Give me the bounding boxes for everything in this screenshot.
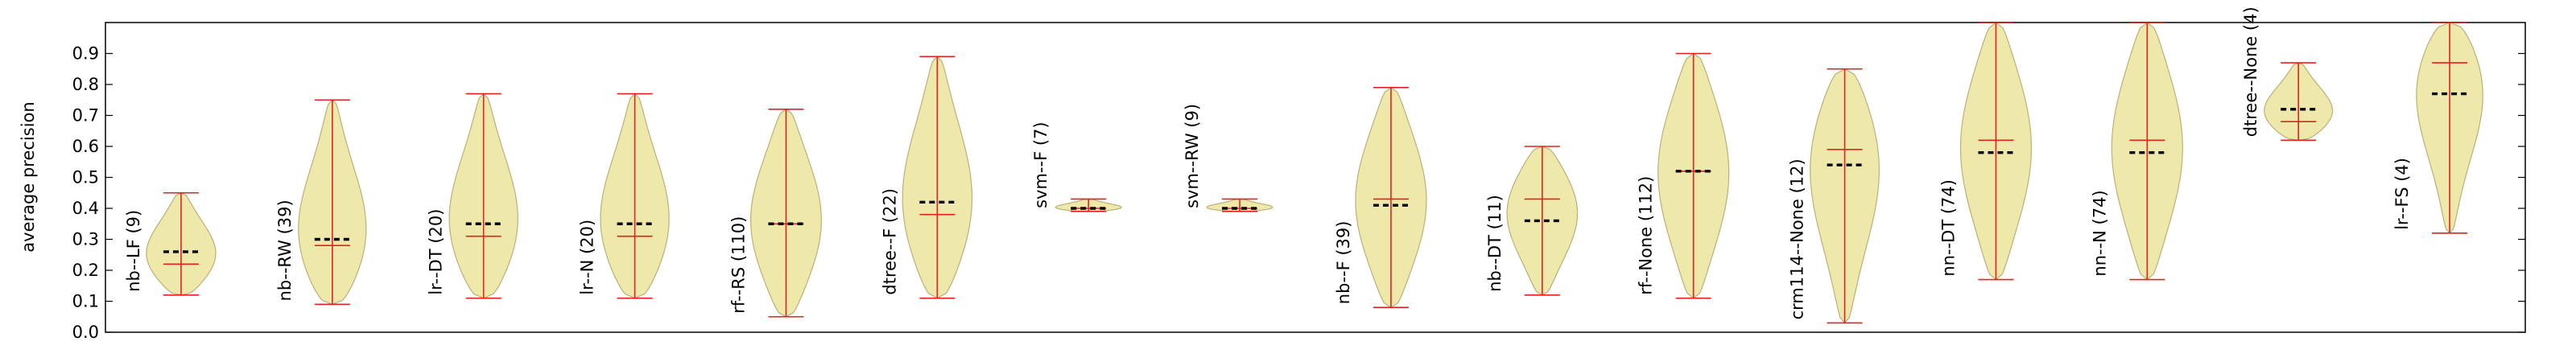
y-tick-label: 0.4 [72, 199, 99, 218]
y-tick-label: 0.5 [72, 168, 99, 187]
y-tick-label: 0.0 [72, 323, 99, 342]
violin-14 [2264, 62, 2334, 142]
violin-label: nb--F (39) [1334, 221, 1353, 305]
y-tick-label: 0.6 [72, 137, 99, 156]
violins [146, 23, 2483, 324]
violin-11 [1810, 68, 1880, 324]
violin-label: nb--LF (9) [124, 210, 143, 292]
violin-label: lr--DT (20) [427, 209, 446, 295]
violin-label: dtree--None (4) [2241, 6, 2260, 137]
y-tick-label: 0.7 [72, 106, 99, 125]
violin-label: lr--FS (4) [2392, 158, 2412, 230]
violin-10 [1657, 52, 1730, 299]
violin-label: nn--DT (74) [1938, 179, 1958, 277]
violin-label: rf--RS (110) [729, 216, 748, 314]
violin-label: crm114--None (12) [1788, 158, 1807, 319]
violin-6 [1055, 198, 1122, 212]
violin-1 [298, 99, 367, 306]
violin-5 [902, 56, 973, 299]
violin-9 [1506, 146, 1579, 296]
y-tick-label: 0.3 [72, 230, 99, 249]
violin-label: nn--N (74) [2090, 190, 2109, 276]
y-tick-label: 0.9 [72, 44, 99, 64]
violin-15 [2416, 23, 2483, 234]
violin-labels: nb--LF (9) nb--RW (39) lr--DT (20) lr--N (2… [124, 6, 2412, 319]
violin-label: svm--RW (9) [1183, 104, 1202, 208]
y-axis-label: average precision [19, 101, 38, 252]
violin-label: rf--None (112) [1637, 176, 1656, 295]
violin-label: nb--DT (11) [1485, 195, 1505, 292]
violin-13 [2111, 23, 2183, 281]
y-axis: 0.0 0.1 0.2 0.3 0.4 0.5 0.6 0.7 0.8 0.9 [72, 44, 2525, 342]
violin-label: svm--F (7) [1031, 121, 1051, 208]
violin-7 [1206, 198, 1274, 212]
violin-8 [1355, 87, 1427, 309]
violin-label: lr--N (20) [578, 220, 597, 295]
violin-4 [750, 109, 822, 318]
violin-3 [600, 93, 670, 299]
violin-0 [146, 191, 217, 296]
y-tick-label: 0.2 [72, 261, 99, 280]
violin-label: nb--RW (39) [275, 200, 295, 301]
y-tick-label: 0.1 [72, 292, 99, 311]
violin-12 [1959, 23, 2032, 281]
violin-2 [448, 93, 518, 299]
y-tick-label: 0.8 [72, 75, 99, 94]
violin-label: dtree--F (22) [880, 188, 899, 295]
